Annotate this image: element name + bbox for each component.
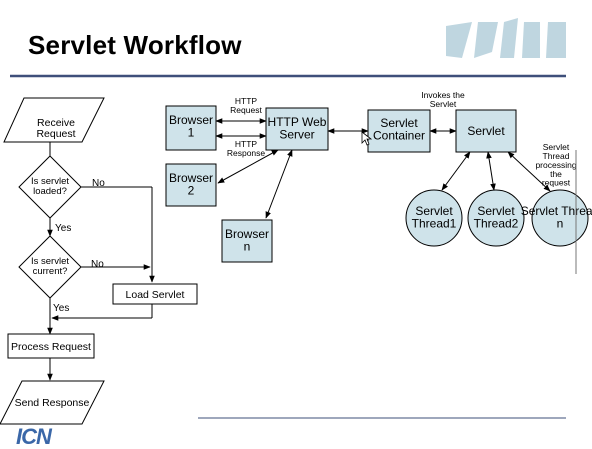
flow-no-label-2: No [91,259,104,270]
flow-yes-label-2: Yes [53,303,69,314]
edge-browsern-server [265,149,293,219]
node-servlet-thread-1 [405,189,463,247]
node-servlet-thread-n [531,189,589,247]
page-title: Servlet Workflow [28,30,242,60]
footer-logo: ICN [16,424,53,449]
node-servlet-text: Servlet [467,124,505,138]
flow-receive-request-shape [3,97,105,143]
flow-no-label-1: No [92,178,105,189]
flow-send-response-text: Send Response [15,397,90,409]
edge-servlet-threadn [507,151,551,192]
node-browser-2 [165,163,217,207]
flow-load-servlet-text: Load Servlet [126,289,185,301]
edge-servlet-thread1 [441,151,471,191]
node-servlet-container [367,109,431,153]
flow-process-request-text: Process Request [11,341,91,353]
flow-yes-label-1: Yes [55,223,71,234]
flow-process-request-shape [7,333,95,359]
edge-servlet-thread2 [486,151,496,191]
flow-load-servlet-shape [112,283,198,305]
cursor-icon [361,131,373,146]
node-servlet-thread-2 [467,189,525,247]
node-http-web-server [265,107,329,151]
node-servlet [455,109,517,153]
header-logo [446,18,566,58]
node-browser-n [221,219,273,263]
node-browser-1 [165,105,217,151]
flow-send-response-shape [0,380,105,425]
